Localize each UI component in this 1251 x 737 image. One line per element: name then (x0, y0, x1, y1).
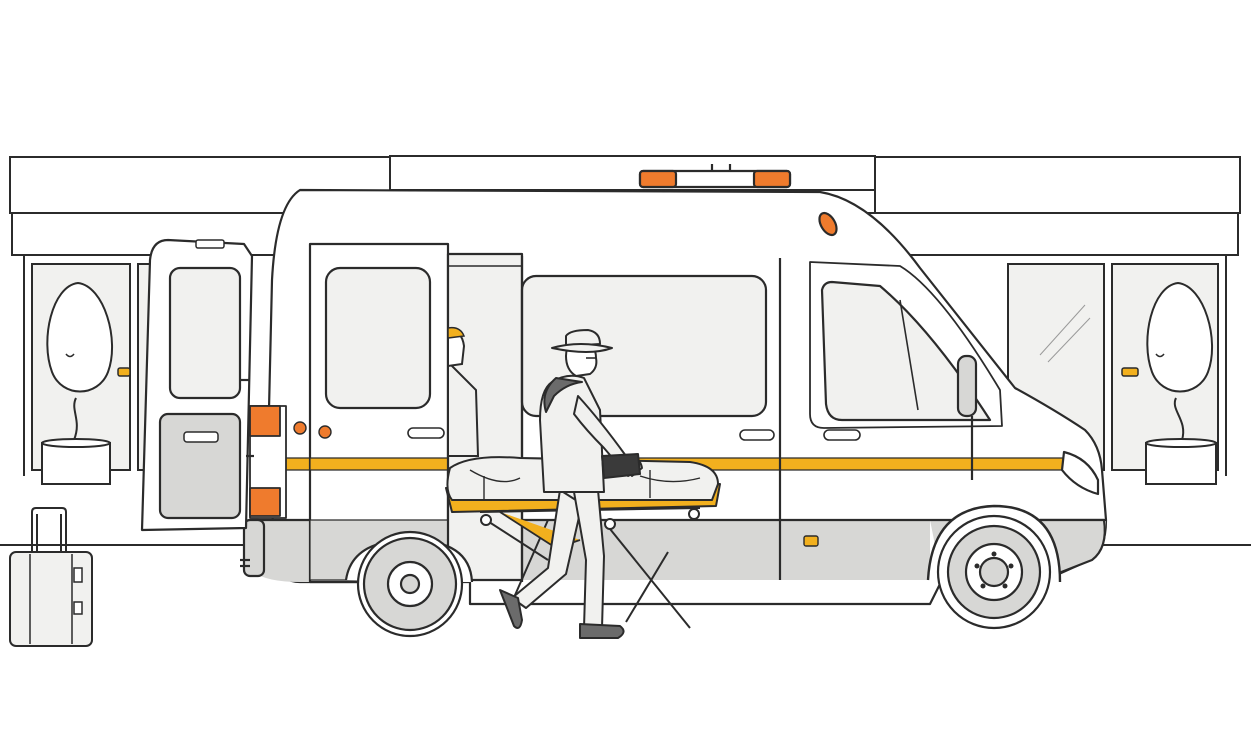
rear-wheel (356, 530, 464, 638)
person-background (447, 326, 480, 457)
roof-light-bar (638, 164, 792, 189)
suitcase (9, 507, 93, 647)
potted-plant-right (1145, 281, 1217, 485)
building-roof-right (874, 156, 1241, 214)
sliding-door (293, 242, 450, 584)
side-mirror (956, 354, 978, 418)
person-foreground (499, 329, 643, 639)
front-wheel (936, 514, 1052, 630)
rear-door-open (140, 238, 254, 532)
building-roof-center (389, 155, 876, 191)
potted-plant-left (41, 281, 113, 485)
